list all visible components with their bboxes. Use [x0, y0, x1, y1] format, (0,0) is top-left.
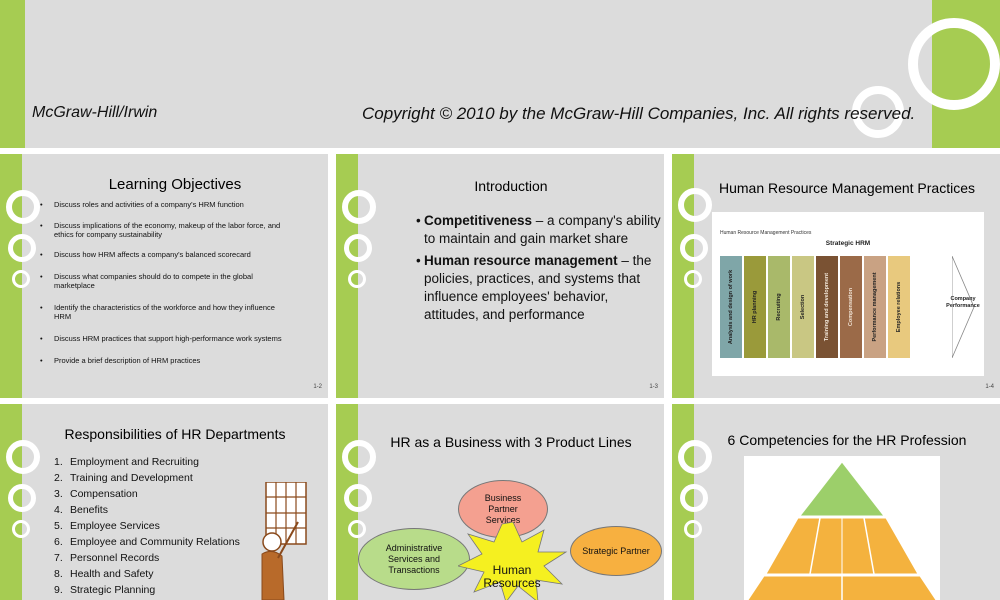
arrowhead-shape: [952, 256, 975, 358]
list-item: 5.Employee Services: [54, 520, 160, 532]
list-item: Discuss HRM practices that support high-…: [40, 334, 290, 343]
publisher-footer: McGraw-Hill/Irwin: [32, 104, 158, 121]
practice-column: Compensation: [840, 256, 862, 358]
practice-column: Recruiting: [768, 256, 790, 358]
ring-decoration: [342, 190, 376, 224]
slide-thumbnail-1-2[interactable]: Learning Objectives Discuss roles and ac…: [0, 154, 328, 398]
human-resources-label: Human Resources: [483, 563, 541, 590]
slide-number: 1-4: [985, 384, 994, 390]
slide-number: 1-2: [313, 384, 322, 390]
ring-decoration: [12, 520, 30, 538]
practice-column: Employee relations: [888, 256, 910, 358]
competency-pyramid-figure: [744, 456, 940, 600]
slide-title: 6 Competencies for the HR Profession: [727, 432, 967, 448]
presenter-illustration: [261, 482, 307, 600]
responsibilities-list: 1.Employment and Recruiting 2.Training a…: [54, 456, 240, 600]
definition-item: Competitiveness – a company's ability to…: [416, 212, 661, 248]
list-item: 8.Health and Safety: [54, 568, 154, 580]
practice-column-label: Selection: [800, 294, 806, 320]
slide-title: Human Resource Management Practices: [718, 180, 975, 196]
ring-decoration: [6, 190, 40, 224]
practice-column-label: Employee relations: [896, 281, 902, 333]
strategic-partner-oval: Strategic Partner: [570, 526, 662, 576]
objectives-list: Discuss roles and activities of a compan…: [40, 200, 290, 375]
slide-number: 1-3: [649, 384, 658, 390]
slide-title: HR as a Business with 3 Product Lines: [390, 434, 632, 450]
slide-title: Responsibilities of HR Departments: [64, 426, 286, 442]
ring-decoration: [684, 520, 702, 538]
list-item: 6.Employee and Community Relations: [54, 536, 240, 548]
list-item: Discuss how HRM affects a company's bala…: [40, 250, 290, 259]
ring-decoration: [908, 18, 1000, 110]
administrative-oval: Administrative Services and Transactions: [358, 528, 470, 590]
ring-decoration: [348, 270, 366, 288]
list-item: Discuss implications of the economy, mak…: [40, 221, 290, 239]
slide-thumbnail-1-6[interactable]: HR as a Business with 3 Product Lines Bu…: [336, 404, 664, 600]
ring-decoration: [684, 270, 702, 288]
practice-column-label: Analysis and design of work: [728, 269, 734, 345]
list-item: 1.Employment and Recruiting: [54, 456, 199, 468]
list-item: Provide a brief description of HRM pract…: [40, 356, 290, 365]
slide-thumbnail-1-3[interactable]: Introduction Competitiveness – a company…: [336, 154, 664, 398]
practice-column: Selection: [792, 256, 814, 358]
ring-decoration: [680, 234, 708, 262]
list-item: 4.Benefits: [54, 504, 108, 516]
practice-column-label: Training and development: [824, 272, 830, 342]
slide-title: Learning Objectives: [108, 176, 242, 193]
figure-caption: Human Resource Management Practices: [720, 230, 812, 236]
practice-column-label: Compensation: [848, 287, 854, 327]
definitions: Competitiveness – a company's ability to…: [416, 212, 661, 328]
practice-column-label: HR planning: [752, 290, 758, 324]
practice-column-label: Recruiting: [776, 293, 782, 321]
list-item: Discuss what companies should do to comp…: [40, 272, 290, 290]
figure-heading: Strategic HRM: [825, 240, 871, 247]
practice-column-label: Performance management: [872, 272, 878, 342]
ring-decoration: [6, 440, 40, 474]
ring-decoration: [348, 520, 366, 538]
slide-title: Introduction: [474, 178, 548, 194]
ring-decoration: [8, 234, 36, 262]
ring-decoration: [12, 270, 30, 288]
list-item: 2.Training and Development: [54, 472, 193, 484]
ring-decoration: [8, 484, 36, 512]
top-slide[interactable]: McGraw-Hill/Irwin Copyright © 2010 by th…: [0, 0, 1000, 148]
practice-column: HR planning: [744, 256, 766, 358]
practice-column: Training and development: [816, 256, 838, 358]
slide-thumbnail-1-4[interactable]: Human Resource Management Practices Huma…: [672, 154, 1000, 398]
list-item: Identify the characteristics of the work…: [40, 303, 290, 321]
hrm-practices-figure: Human Resource Management Practices Stra…: [712, 212, 984, 376]
ring-decoration: [852, 86, 904, 138]
list-item: Discuss roles and activities of a compan…: [40, 200, 290, 209]
list-item: 7.Personnel Records: [54, 552, 160, 564]
slide-thumbnail-1-5[interactable]: Responsibilities of HR Departments 1.Emp…: [0, 404, 328, 600]
practice-column: Analysis and design of work: [720, 256, 742, 358]
practice-column: Performance management: [864, 256, 886, 358]
ring-decoration: [344, 234, 372, 262]
list-item: 9.Strategic Planning: [54, 584, 156, 596]
outcome-label: Company Performance: [946, 296, 980, 309]
ring-decoration: [342, 440, 376, 474]
definition-item: Human resource management – the policies…: [416, 252, 661, 324]
ring-decoration: [678, 440, 712, 474]
list-item: 3.Compensation: [54, 488, 138, 500]
accent-bar: [0, 0, 25, 148]
ring-decoration: [678, 188, 712, 222]
star-burst-shape: [458, 522, 568, 600]
copyright-footer: Copyright © 2010 by the McGraw-Hill Comp…: [362, 104, 916, 123]
ring-decoration: [344, 484, 372, 512]
slide-thumbnail-1-7[interactable]: 6 Competencies for the HR Profession: [672, 404, 1000, 600]
ring-decoration: [680, 484, 708, 512]
